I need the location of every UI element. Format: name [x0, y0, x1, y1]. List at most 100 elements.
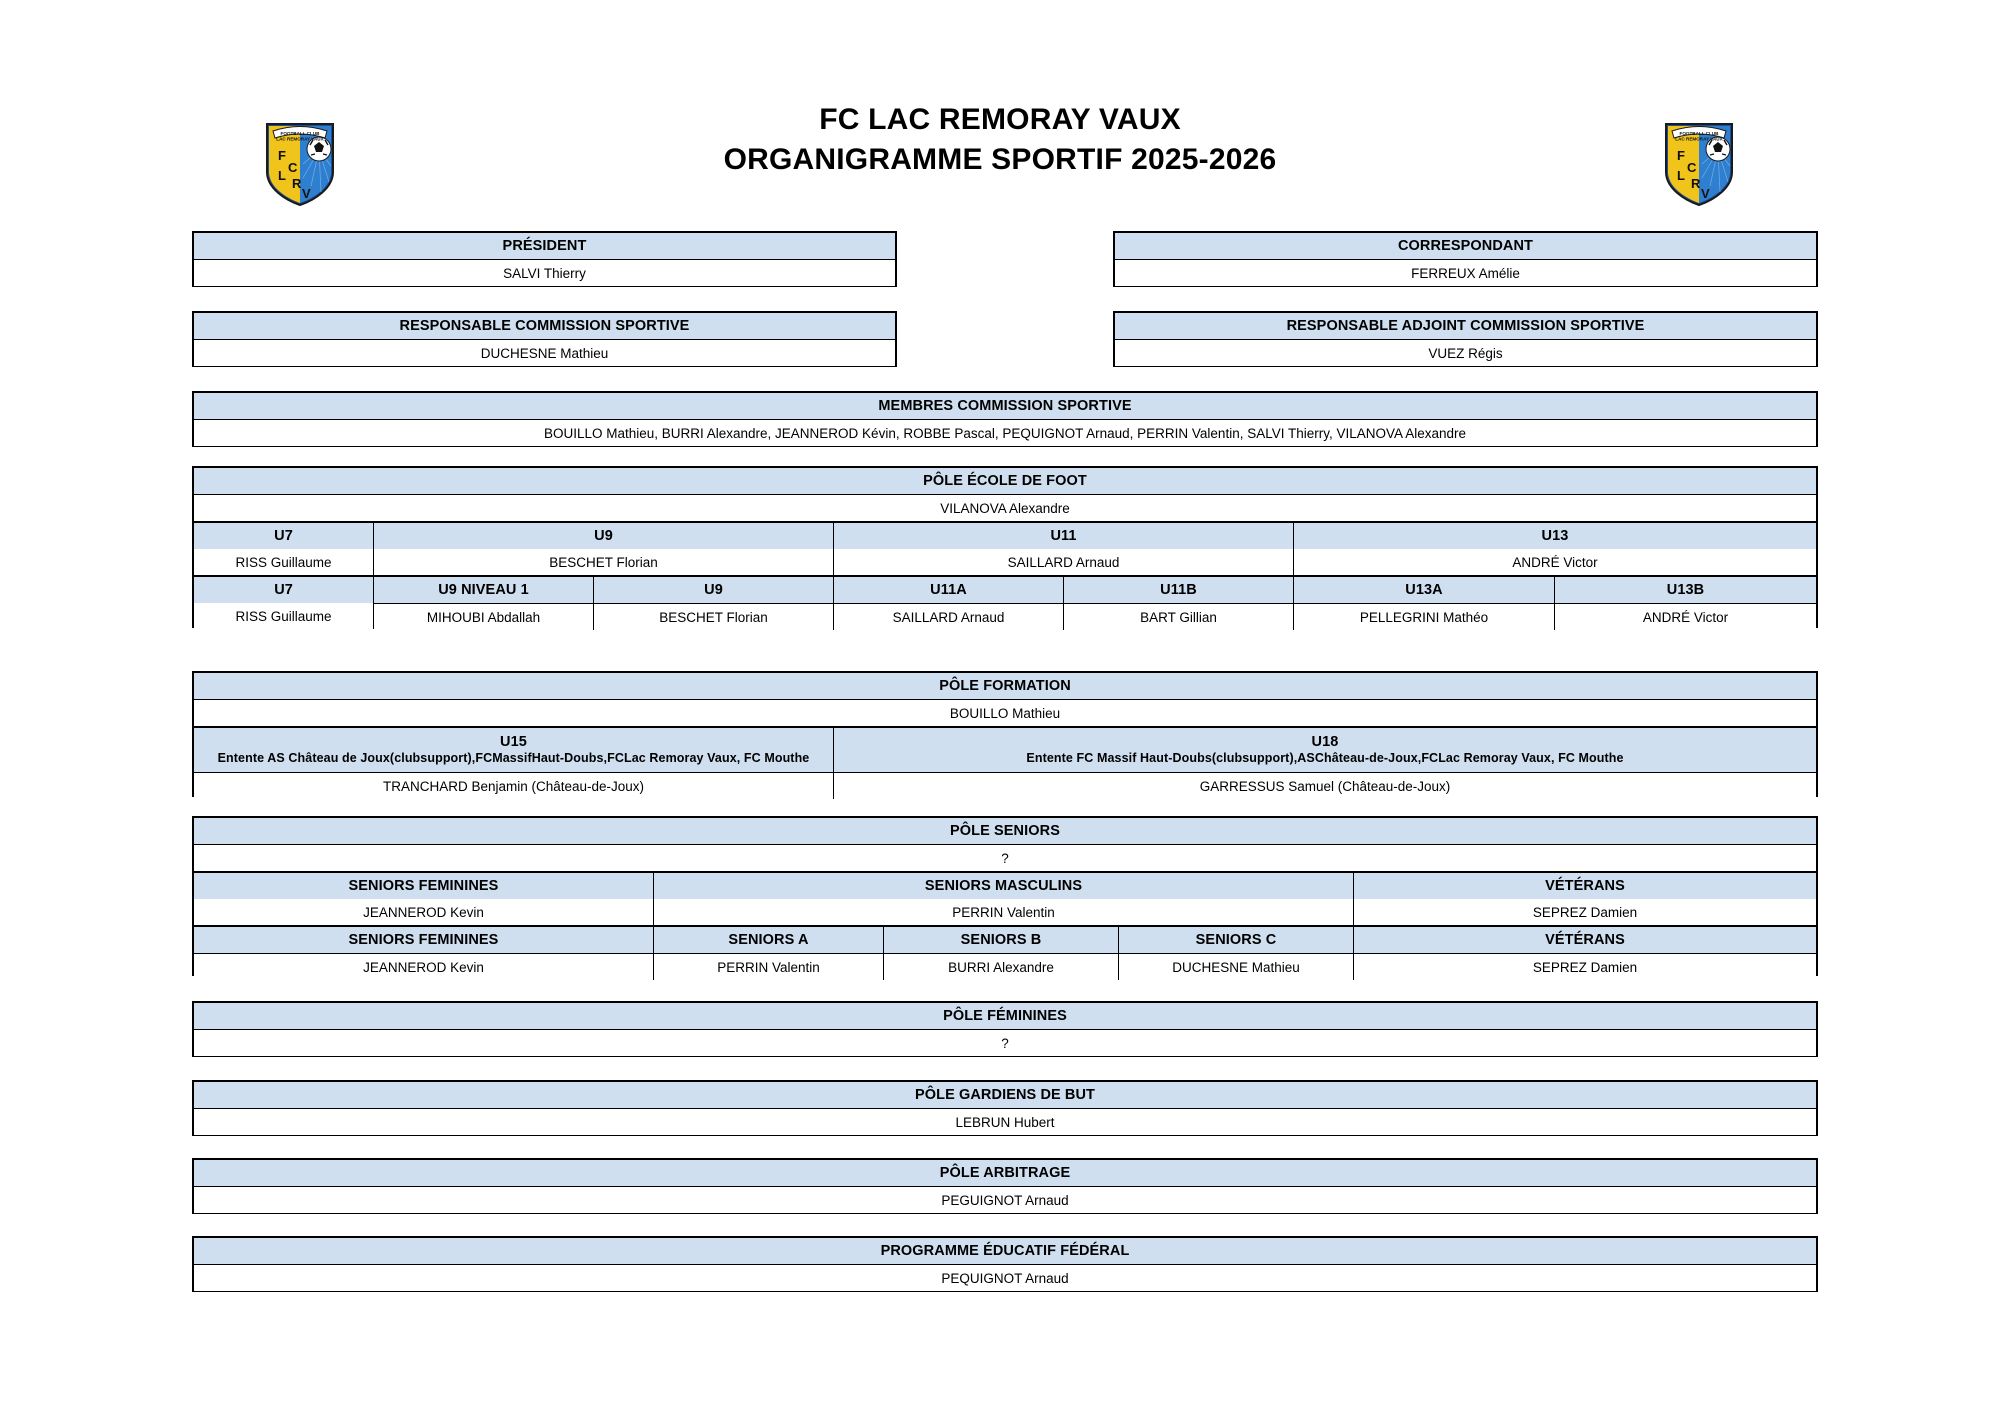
ecole-category-u9-label: U9 — [374, 523, 834, 549]
svg-text:L: L — [278, 168, 286, 183]
formation-responsable-row: BOUILLO Mathieu — [194, 700, 1816, 728]
seniors-masculins-name: PERRIN Valentin — [654, 899, 1354, 925]
arbitrage-header-row: PÔLE ARBITRAGE — [194, 1160, 1816, 1187]
responsable-commission-name: DUCHESNE Mathieu — [194, 340, 895, 366]
responsable-commission-box: RESPONSABLE COMMISSION SPORTIVE DUCHESNE… — [192, 311, 897, 367]
ecole-team-u9n1-name: MIHOUBI Abdallah — [374, 604, 594, 630]
pole-formation-box: PÔLE FORMATION BOUILLO Mathieu U15 Enten… — [192, 671, 1818, 799]
seniors-feminines-name-1: JEANNEROD Kevin — [194, 899, 654, 925]
ecole-category-u11-label: U11 — [834, 523, 1294, 549]
pole-gardiens-header: PÔLE GARDIENS DE BUT — [194, 1082, 1816, 1108]
seniors-feminines-name-2: JEANNEROD Kevin — [194, 954, 654, 980]
responsable-commission-header-row: RESPONSABLE COMMISSION SPORTIVE — [194, 313, 895, 340]
programme-educatif-header: PROGRAMME ÉDUCATIF FÉDÉRAL — [194, 1238, 1816, 1264]
svg-text:LAC REMORAY VAUX: LAC REMORAY VAUX — [276, 137, 324, 142]
ecole-category-name-row: RISS Guillaume BESCHET Florian SAILLARD … — [194, 549, 1816, 577]
ecole-team-block: U7 RISS Guillaume U9 NIVEAU 1 U9 U11A U1… — [194, 577, 1816, 630]
programme-educatif-responsable: PEQUIGNOT Arnaud — [194, 1265, 1816, 1291]
pole-feminines-header: PÔLE FÉMININES — [194, 1003, 1816, 1029]
seniors-row2-values: JEANNEROD Kevin PERRIN Valentin BURRI Al… — [194, 954, 1816, 980]
ecole-team-u13a-label: U13A — [1294, 577, 1555, 603]
pole-gardiens-responsable: LEBRUN Hubert — [194, 1109, 1816, 1135]
formation-u18-entente: Entente FC Massif Haut-Doubs(clubsupport… — [1026, 751, 1624, 765]
ecole-category-u11-name: SAILLARD Arnaud — [834, 549, 1294, 575]
pole-gardiens-box: PÔLE GARDIENS DE BUT LEBRUN Hubert — [192, 1080, 1818, 1136]
pole-arbitrage-box: PÔLE ARBITRAGE PEGUIGNOT Arnaud — [192, 1158, 1818, 1214]
page-title: FC LAC REMORAY VAUX — [819, 103, 1181, 136]
correspondant-header-row: CORRESPONDANT — [1115, 233, 1816, 260]
ecole-category-u7-name: RISS Guillaume — [194, 549, 374, 575]
seniors-feminines-label-1: SENIORS FEMININES — [194, 873, 654, 899]
title-block: FC LAC REMORAY VAUX ORGANIGRAMME SPORTIF… — [400, 100, 1600, 180]
ecole-team-u11a-label: U11A — [834, 577, 1064, 603]
president-box: PRÉSIDENT SALVI Thierry — [192, 231, 897, 287]
seniors-veterans-name-2: SEPREZ Damien — [1354, 954, 1816, 980]
correspondant-box: CORRESPONDANT FERREUX Amélie — [1113, 231, 1818, 287]
formation-group-header-row: U15 Entente AS Château de Joux(clubsuppo… — [194, 728, 1816, 773]
pole-formation-responsable: BOUILLO Mathieu — [194, 700, 1816, 726]
membres-commission-box: MEMBRES COMMISSION SPORTIVE BOUILLO Math… — [192, 391, 1818, 447]
ecole-team-u13b-name: ANDRÉ Victor — [1555, 604, 1816, 630]
seniors-responsable-row: ? — [194, 845, 1816, 873]
ecole-category-u13-name: ANDRÉ Victor — [1294, 549, 1816, 575]
president-header-row: PRÉSIDENT — [194, 233, 895, 260]
seniors-row1-header: SENIORS FEMININES SENIORS MASCULINS VÉTÉ… — [194, 873, 1816, 899]
formation-group-name-row: TRANCHARD Benjamin (Château-de-Joux) GAR… — [194, 773, 1816, 799]
correspondant-value-row: FERREUX Amélie — [1115, 260, 1816, 286]
pole-seniors-header: PÔLE SENIORS — [194, 818, 1816, 844]
svg-text:V: V — [1701, 186, 1710, 201]
pole-ecole-header: PÔLE ÉCOLE DE FOOT — [194, 468, 1816, 494]
ecole-team-u7-label: U7 — [194, 577, 373, 603]
ecole-team-u11a-name: SAILLARD Arnaud — [834, 604, 1064, 630]
formation-header-row: PÔLE FORMATION — [194, 673, 1816, 700]
programme-educatif-box: PROGRAMME ÉDUCATIF FÉDÉRAL PEQUIGNOT Arn… — [192, 1236, 1818, 1292]
svg-text:R: R — [292, 176, 302, 191]
seniors-a-label: SENIORS A — [654, 927, 884, 953]
svg-text:C: C — [288, 160, 298, 175]
svg-text:FOOTBALL CLUB: FOOTBALL CLUB — [1680, 131, 1720, 136]
ecole-team-u11b-label: U11B — [1064, 577, 1294, 603]
membres-commission-names: BOUILLO Mathieu, BURRI Alexandre, JEANNE… — [194, 420, 1816, 446]
pole-seniors-responsable: ? — [194, 845, 1816, 871]
ecole-team-u9-label: U9 — [594, 577, 834, 603]
club-logo-left: FOOTBALL CLUB LAC REMORAY VAUX F C L R V — [263, 120, 337, 208]
club-logo-right: FOOTBALL CLUB LAC REMORAY VAUX F C L R V — [1662, 120, 1736, 208]
svg-text:L: L — [1677, 168, 1685, 183]
document-header: FC LAC REMORAY VAUX ORGANIGRAMME SPORTIF… — [0, 100, 2000, 220]
ecole-team-u7-name: RISS Guillaume — [194, 603, 373, 629]
president-header: PRÉSIDENT — [194, 233, 895, 259]
seniors-c-label: SENIORS C — [1119, 927, 1354, 953]
responsable-commission-value-row: DUCHESNE Mathieu — [194, 340, 895, 366]
ecole-responsable-row: VILANOVA Alexandre — [194, 495, 1816, 523]
seniors-feminines-label-2: SENIORS FEMININES — [194, 927, 654, 953]
pole-feminines-box: PÔLE FÉMININES ? — [192, 1001, 1818, 1057]
seniors-c-name: DUCHESNE Mathieu — [1119, 954, 1354, 980]
formation-u15-entente: Entente AS Château de Joux(clubsupport),… — [217, 751, 810, 765]
ecole-category-header-row: U7 U9 U11 U13 — [194, 523, 1816, 549]
ecole-team-u11b-name: BART Gillian — [1064, 604, 1294, 630]
pole-formation-header: PÔLE FORMATION — [194, 673, 1816, 699]
responsable-adjoint-value-row: VUEZ Régis — [1115, 340, 1816, 366]
seniors-row2-header: SENIORS FEMININES SENIORS A SENIORS B SE… — [194, 927, 1816, 954]
formation-u18-name: GARRESSUS Samuel (Château-de-Joux) — [834, 773, 1816, 799]
ecole-category-u7-label: U7 — [194, 523, 374, 549]
ecole-team-header-row: U9 NIVEAU 1 U9 U11A U11B U13A U13B — [374, 577, 1816, 604]
pole-feminines-responsable: ? — [194, 1030, 1816, 1056]
responsable-adjoint-header: RESPONSABLE ADJOINT COMMISSION SPORTIVE — [1115, 313, 1816, 339]
pole-seniors-box: PÔLE SENIORS ? SENIORS FEMININES SENIORS… — [192, 816, 1818, 980]
pef-header-row: PROGRAMME ÉDUCATIF FÉDÉRAL — [194, 1238, 1816, 1265]
formation-u15-header: U15 Entente AS Château de Joux(clubsuppo… — [194, 728, 834, 772]
membres-commission-value-row: BOUILLO Mathieu, BURRI Alexandre, JEANNE… — [194, 420, 1816, 446]
ecole-team-u9n1-label: U9 NIVEAU 1 — [374, 577, 594, 603]
seniors-header-row: PÔLE SENIORS — [194, 818, 1816, 845]
page-subtitle: ORGANIGRAMME SPORTIF 2025-2026 — [723, 143, 1277, 176]
formation-u15-name: TRANCHARD Benjamin (Château-de-Joux) — [194, 773, 834, 799]
ecole-team-u9-name: BESCHET Florian — [594, 604, 834, 630]
arbitrage-value-row: PEGUIGNOT Arnaud — [194, 1187, 1816, 1213]
pole-arbitrage-responsable: PEGUIGNOT Arnaud — [194, 1187, 1816, 1213]
responsable-adjoint-header-row: RESPONSABLE ADJOINT COMMISSION SPORTIVE — [1115, 313, 1816, 340]
president-value-row: SALVI Thierry — [194, 260, 895, 286]
formation-u18-label: U18 — [1311, 734, 1339, 750]
svg-text:F: F — [1677, 148, 1685, 163]
